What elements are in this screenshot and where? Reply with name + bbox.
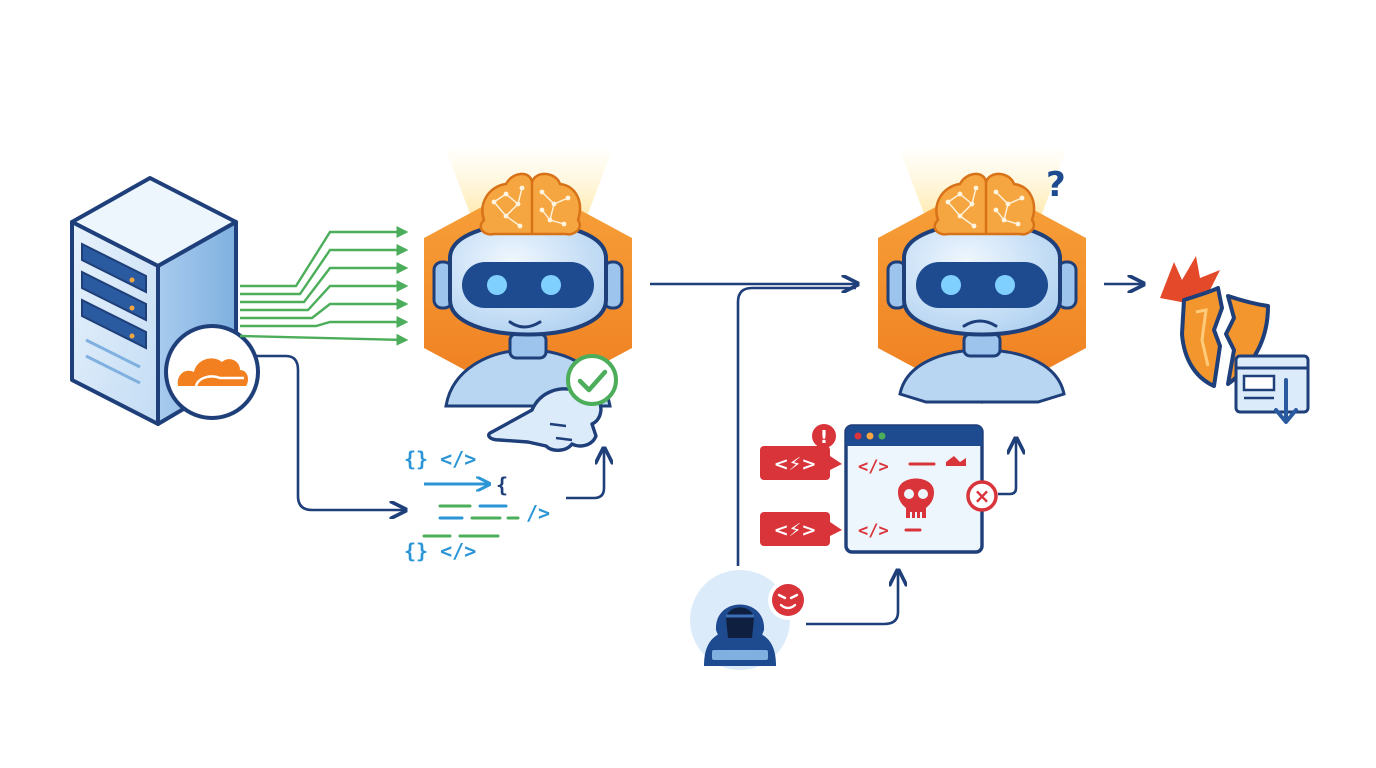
question-icon: ? [1046, 165, 1066, 205]
code-text-2: { [496, 473, 508, 497]
cloudflare-logo-icon [164, 324, 260, 420]
ai-robot-icon [424, 150, 632, 408]
attack-tag-1: <⚡> [774, 454, 817, 475]
skull-icon [898, 478, 934, 518]
browser-tag-2: </> [858, 521, 889, 541]
training-data-flows [239, 226, 409, 346]
evil-face-icon [768, 580, 808, 620]
attacker-injection-line [736, 286, 856, 566]
server-to-code-arrow [256, 354, 404, 510]
confused-robot-icon [878, 150, 1086, 404]
svg-text:×: × [974, 484, 991, 508]
svg-text:{} </>: {} </> [404, 447, 476, 471]
browser-download-icon [1234, 354, 1310, 424]
attack-tag-2: <⚡> [774, 520, 817, 541]
hacker-icon [690, 570, 790, 670]
code-text-4: {} </> [404, 539, 476, 563]
attacker-to-browser-arrow [806, 572, 898, 626]
close-circle-icon: × [966, 480, 998, 512]
alert-icon: ! [820, 427, 828, 448]
malicious-code-browser-icon: </> </> [844, 424, 984, 554]
attack-payload-tags: <⚡> <⚡> ! [760, 424, 842, 546]
browser-to-robot-arrow [998, 440, 1016, 496]
code-text-3: /> [526, 501, 550, 525]
code-to-robot-arrow [566, 450, 604, 500]
browser-tag-1: </> [858, 457, 889, 477]
code-text-1: {} </> [404, 447, 476, 471]
check-circle-icon [566, 354, 618, 406]
code-snippet-block: {} </> { /> {} </> [404, 447, 550, 563]
